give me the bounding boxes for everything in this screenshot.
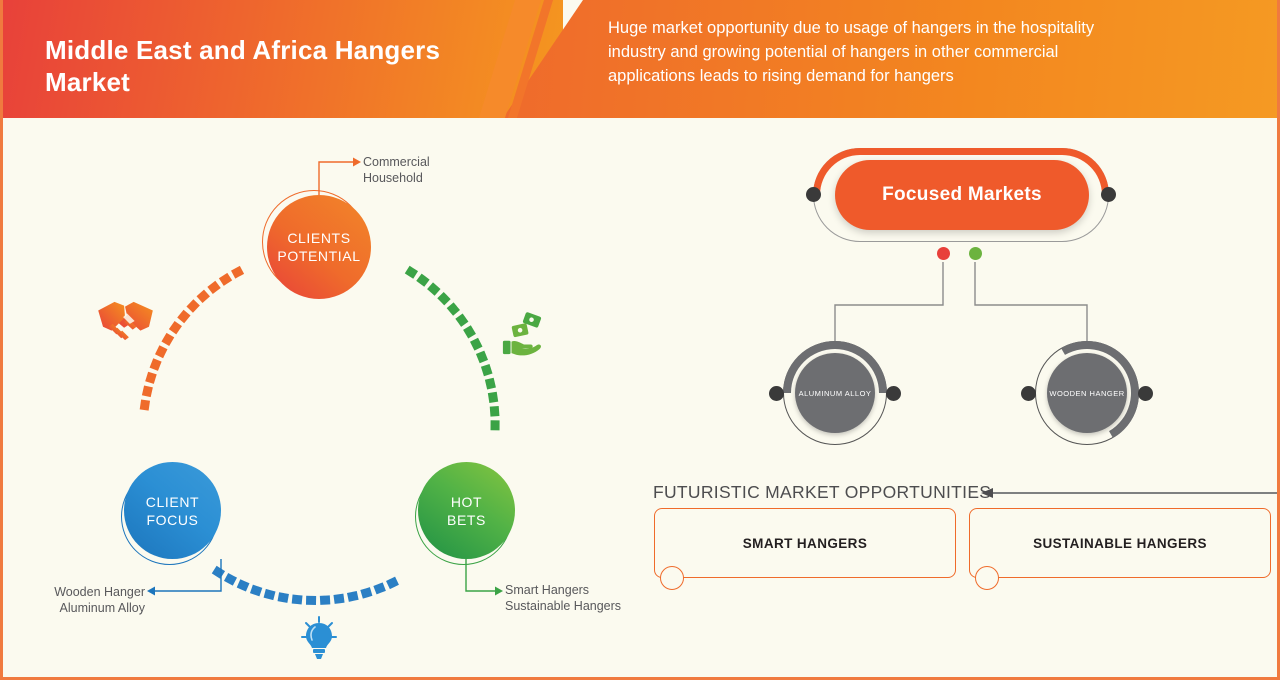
- node-client-focus[interactable]: CLIENT FOCUS: [124, 462, 221, 559]
- futuristic-box-sustainable-hangers[interactable]: SUSTAINABLE HANGERS: [969, 508, 1271, 578]
- focused-markets-label: Focused Markets: [882, 184, 1042, 205]
- node-client-focus-label: CLIENT FOCUS: [145, 493, 200, 528]
- callout-arrow-clientfocus: [147, 586, 155, 596]
- futuristic-box-smart-hangers[interactable]: SMART HANGERS: [654, 508, 956, 578]
- aluminum-alloy-knob-left: [769, 386, 784, 401]
- callout-label-clients-potential: Commercial Household: [363, 155, 430, 186]
- callout-arrow-clients: [353, 157, 361, 167]
- futuristic-section-title: FUTURISTIC MARKET OPPORTUNITIES: [653, 482, 992, 502]
- focused-markets-button[interactable]: Focused Markets: [835, 160, 1089, 230]
- callout-clientfocus-line2: Aluminum Alloy: [59, 600, 145, 615]
- header-left-panel: [3, 0, 563, 118]
- node-clients-potential-label: CLIENTS POTENTIAL: [277, 230, 361, 264]
- lightbulb-icon: [301, 616, 337, 660]
- dotted-arc-blue: [211, 565, 409, 605]
- callout-hotbets-line2: Sustainable Hangers: [505, 598, 622, 613]
- header-banner: Middle East and Africa Hangers Market Hu…: [3, 0, 1277, 118]
- node-clients-potential[interactable]: CLIENTS POTENTIAL: [267, 195, 371, 299]
- page-title: Middle East and Africa Hangers Market: [45, 35, 441, 97]
- futuristic-box-1-label: SMART HANGERS: [742, 535, 868, 551]
- handshake-icon: [95, 298, 157, 344]
- futuristic-box-1-corner-circle: [660, 566, 684, 590]
- header-subtitle: Huge market opportunity due to usage of …: [608, 19, 1095, 85]
- branch-line-aluminum: [834, 262, 944, 341]
- node-hot-bets[interactable]: HOT BETS: [418, 462, 515, 559]
- wooden-hanger-knob-left: [1021, 386, 1036, 401]
- futuristic-box-2-corner-circle: [975, 566, 999, 590]
- aluminum-alloy-core: ALUMINUM ALLOY: [795, 353, 875, 433]
- node-hot-bets-label: HOT BETS: [447, 493, 486, 528]
- callout-clients-line2: Household: [363, 170, 423, 185]
- node-aluminum-alloy[interactable]: ALUMINUM ALLOY: [769, 341, 901, 445]
- branch-dot-aluminum: [937, 247, 950, 260]
- aluminum-alloy-label: ALUMINUM ALLOY: [798, 388, 872, 398]
- dotted-arc-green: [404, 265, 500, 434]
- callout-clients-line1: Commercial: [363, 155, 430, 169]
- focused-markets-group: Focused Markets: [806, 148, 1116, 242]
- callout-clientfocus-line1: Wooden Hanger: [54, 585, 145, 599]
- callout-label-hot-bets: Smart Hangers Sustainable Hangers: [505, 583, 621, 614]
- futuristic-box-2-label: SUSTAINABLE HANGERS: [1033, 535, 1207, 551]
- wooden-hanger-core: WOODEN HANGER: [1047, 353, 1127, 433]
- aluminum-alloy-knob-right: [886, 386, 901, 401]
- focused-markets-knob-right: [1101, 187, 1116, 202]
- node-wooden-hanger[interactable]: WOODEN HANGER: [1035, 341, 1139, 445]
- dotted-arc-orange: [139, 265, 245, 417]
- wooden-hanger-label: WOODEN HANGER: [1049, 388, 1125, 398]
- focused-markets-knob-left: [806, 187, 821, 202]
- branch-dot-wooden: [969, 247, 982, 260]
- callout-arrow-hotbets: [495, 586, 503, 596]
- wooden-hanger-knob-right: [1138, 386, 1153, 401]
- branch-line-wooden: [974, 262, 1088, 341]
- callout-label-client-focus: Wooden Hanger Aluminum Alloy: [25, 585, 145, 616]
- header-right-panel: [503, 0, 1277, 118]
- callout-hotbets-line1: Smart Hangers: [505, 583, 590, 597]
- money-in-hand-icon: [501, 312, 543, 358]
